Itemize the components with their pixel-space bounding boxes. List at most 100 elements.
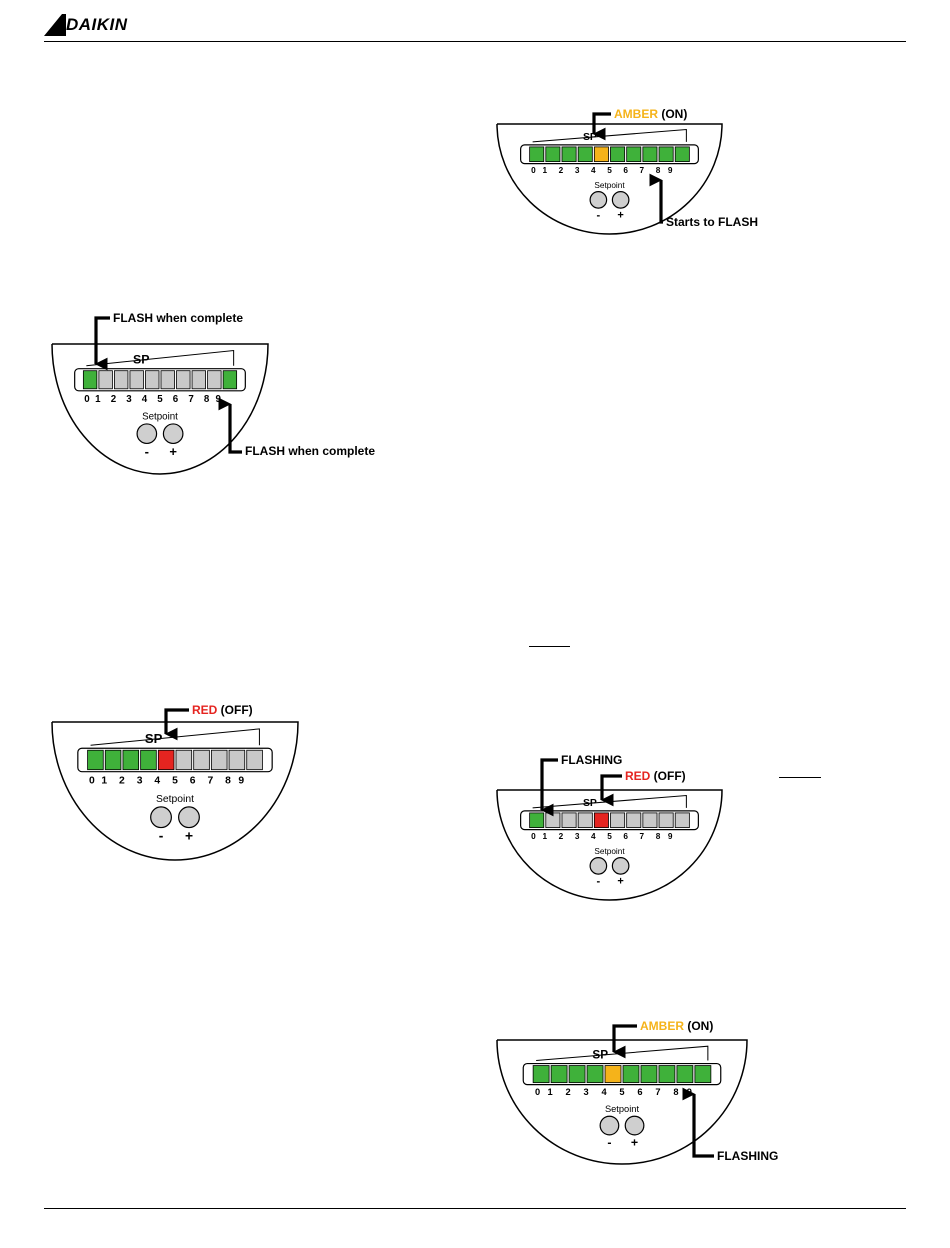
led-6-gray — [193, 749, 210, 771]
led-2-gray — [561, 812, 577, 829]
led-2-green — [561, 146, 577, 163]
callout-arrow — [540, 758, 558, 817]
led-number: 0 — [535, 1087, 540, 1097]
setpoint-plus-button[interactable] — [611, 191, 630, 209]
led-number: 7 — [655, 1087, 660, 1097]
led-number: 5 — [619, 1087, 624, 1097]
callout-arrow — [682, 1087, 714, 1158]
panel-housing — [496, 1039, 748, 1165]
setpoint-label: Setpoint — [594, 181, 625, 190]
led-3-gray — [129, 370, 144, 390]
led-7-green — [658, 1065, 676, 1084]
led-number: 4 — [601, 1087, 607, 1097]
led-number: 3 — [575, 832, 580, 841]
callout-arrow — [612, 1024, 637, 1059]
led-5-gray — [610, 812, 626, 829]
led-number: 9 — [216, 394, 222, 405]
led-0-green — [529, 812, 545, 829]
sp-label: SP — [592, 1049, 608, 1062]
led-3-gray — [577, 812, 593, 829]
led-number: 2 — [565, 1087, 570, 1097]
callout-label: RED (OFF) — [625, 769, 686, 783]
setpoint-label: Setpoint — [594, 847, 625, 856]
led-5-gray — [175, 749, 193, 771]
led-1-gray — [545, 812, 561, 829]
callout-label: FLASHING — [717, 1149, 778, 1163]
led-number: 8 — [204, 394, 210, 405]
led-number: 5 — [157, 394, 163, 405]
sp-label: SP — [583, 132, 597, 143]
led-number: 2 — [119, 775, 125, 786]
led-number: 6 — [623, 832, 628, 841]
led-0-green — [82, 370, 98, 390]
setpoint-minus-button[interactable] — [150, 806, 172, 829]
led-number: 8 — [225, 775, 231, 786]
led-4-gray — [145, 370, 160, 390]
plus-label: + — [631, 1136, 638, 1150]
led-number: 1 — [548, 1087, 553, 1097]
callout-arrow — [164, 708, 189, 741]
led-number: 3 — [126, 394, 132, 405]
underline-mark — [779, 777, 821, 778]
led-number: 2 — [559, 166, 564, 175]
setpoint-plus-button[interactable] — [162, 423, 184, 445]
setpoint-plus-button[interactable] — [178, 806, 200, 829]
callout-arrow — [218, 397, 242, 454]
led-number: 9 — [668, 832, 673, 841]
led-number: 0 — [89, 775, 95, 786]
minus-label: - — [159, 829, 164, 844]
led-4-red — [157, 749, 175, 771]
setpoint-minus-button[interactable] — [589, 191, 608, 209]
sp-ramp — [532, 128, 687, 143]
led-1-green — [550, 1065, 568, 1084]
led-number: 2 — [111, 394, 117, 405]
led-7-gray — [210, 749, 228, 771]
setpoint-minus-button[interactable] — [589, 857, 608, 875]
callout-arrow — [94, 316, 110, 371]
led-9-green — [222, 370, 238, 390]
minus-label: - — [607, 1136, 611, 1150]
callout-label: FLASH when complete — [245, 444, 375, 458]
callout-label: AMBER (ON) — [614, 107, 687, 121]
led-number: 5 — [172, 775, 178, 786]
led-2-green — [122, 749, 140, 771]
sp-ramp — [536, 1045, 709, 1062]
led-number: 1 — [95, 394, 101, 405]
led-1-green — [104, 749, 122, 771]
plus-label: + — [617, 876, 623, 888]
plus-label: + — [185, 829, 193, 844]
led-number: 4 — [591, 832, 596, 841]
led-number: 1 — [101, 775, 107, 786]
led-3-green — [577, 146, 593, 163]
setpoint-plus-button[interactable] — [611, 857, 630, 875]
callout-label: Starts to FLASH — [666, 215, 758, 229]
led-number: 4 — [142, 394, 148, 405]
plus-label: + — [617, 210, 623, 222]
sp-ramp — [90, 728, 260, 746]
led-2-gray — [114, 370, 129, 390]
setpoint-plus-button[interactable] — [624, 1115, 645, 1136]
led-2-green — [568, 1065, 586, 1084]
setpoint-minus-button[interactable] — [136, 423, 158, 445]
led-number: 4 — [591, 166, 596, 175]
led-number: 1 — [543, 166, 548, 175]
led-3-green — [140, 749, 157, 771]
led-9-green — [694, 1065, 712, 1084]
sp-label: SP — [583, 798, 597, 809]
led-4-amber — [604, 1065, 622, 1084]
led-0-green — [532, 1065, 550, 1084]
setpoint-minus-button[interactable] — [599, 1115, 620, 1136]
setpoint-label: Setpoint — [605, 1104, 640, 1114]
led-number: 7 — [640, 166, 645, 175]
brand-name: DAIKIN — [66, 15, 128, 34]
led-3-green — [586, 1065, 604, 1084]
led-number: 7 — [207, 775, 213, 786]
led-number: 5 — [607, 832, 612, 841]
led-5-gray — [160, 370, 175, 390]
callout-label: RED (OFF) — [192, 703, 253, 717]
setpoint-label: Setpoint — [156, 794, 194, 805]
led-8-gray — [658, 812, 674, 829]
led-4-amber — [593, 146, 609, 163]
